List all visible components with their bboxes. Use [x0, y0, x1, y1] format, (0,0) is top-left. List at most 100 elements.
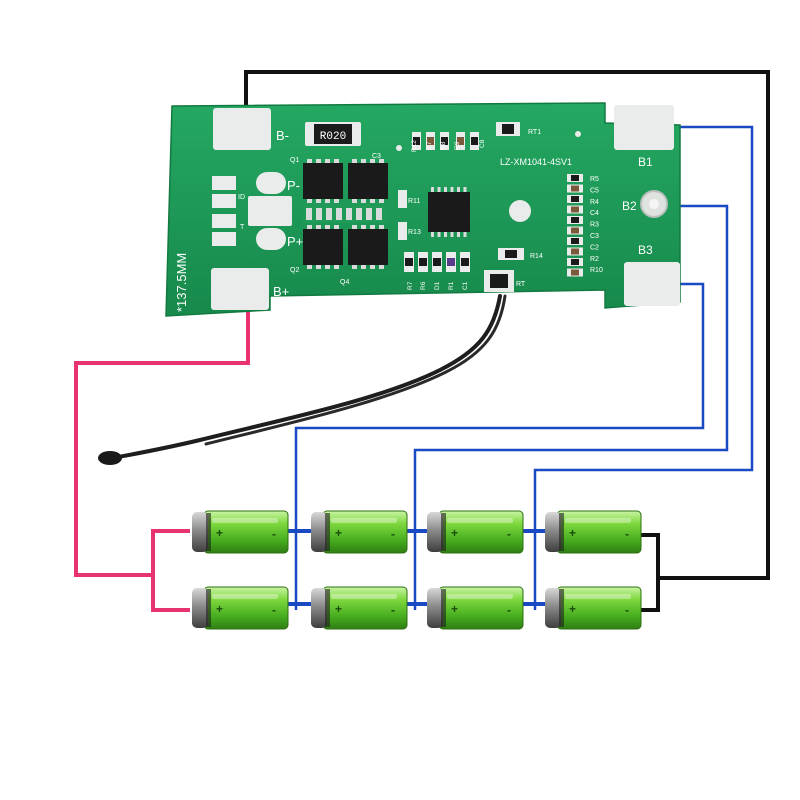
label-r7: R7 [407, 281, 414, 290]
mounting-hole [509, 200, 531, 222]
mosfet-pin [334, 159, 339, 163]
smd-body [571, 196, 579, 202]
ic-pin [457, 232, 460, 237]
cell-highlight [331, 594, 397, 599]
cell-positive-cap [311, 512, 327, 552]
cell-positive-cap [545, 512, 561, 552]
thermistor-tip [98, 451, 122, 465]
pcb-outline [165, 102, 681, 317]
mosfet-pin [325, 225, 330, 229]
sense-resistor-body [314, 124, 352, 144]
label-r8: R8 [440, 141, 447, 150]
label-b2: B2 [622, 199, 637, 213]
ic-pin [437, 232, 441, 237]
label-r6: R6 [420, 281, 427, 290]
battery-cell: +- [427, 586, 524, 630]
battery-cell: +- [192, 510, 289, 554]
cell-highlight [447, 594, 513, 599]
mosfet-pad [366, 208, 372, 220]
cell-plus-symbol: + [335, 526, 342, 540]
mosfet-pad [336, 208, 342, 220]
mosfet-pad [316, 208, 322, 220]
smd-body [571, 248, 579, 255]
ic-legs [431, 187, 467, 237]
pad-center [248, 196, 292, 226]
cell-plus-symbol: + [569, 602, 576, 616]
label-id: ID [238, 194, 245, 201]
label-d1: D1 [434, 281, 441, 290]
cell-plus-symbol: + [569, 526, 576, 540]
sense-resistor-code: R020 [320, 131, 346, 143]
battery-cell: +- [311, 510, 408, 554]
mosfet-pin [361, 225, 366, 229]
smd-body [461, 258, 469, 266]
smd-body [571, 206, 579, 213]
mosfet-pin [370, 159, 375, 163]
thermistor-probe [98, 294, 507, 465]
wire-pack-pos-bracket [151, 529, 190, 612]
mosfet-pin [316, 199, 321, 203]
smd-top-row [398, 132, 479, 240]
label-b3: B3 [638, 243, 653, 257]
mosfet-pin [334, 265, 339, 269]
label-b-plus: B+ [273, 284, 289, 299]
mosfet-legs [303, 159, 388, 269]
smd-body [505, 250, 517, 258]
cell-positive-cap [427, 588, 443, 628]
pad-b3 [624, 262, 680, 306]
cell-positive-cap [427, 512, 443, 552]
cell-highlight [447, 518, 513, 523]
label-r11: R11 [408, 198, 420, 205]
cell-highlight [565, 594, 631, 599]
battery-cell: +- [545, 510, 642, 554]
mosfet-pad [356, 208, 362, 220]
pad-p-minus [256, 172, 286, 194]
smd-body [405, 258, 413, 266]
mosfet-pin [370, 199, 375, 203]
ic-pin [431, 187, 434, 192]
wire-pack-neg-bracket [640, 533, 660, 612]
mosfet-q2 [303, 229, 343, 265]
mosfet-pin [325, 199, 330, 203]
cell-band [441, 513, 446, 551]
mosfet-pin [352, 225, 357, 229]
mosfet-pin [316, 159, 321, 163]
mosfet-q4 [348, 229, 388, 265]
label-c3b: C3 [590, 233, 599, 240]
label-p-plus: P+ [287, 234, 303, 249]
cell-plus-symbol: + [451, 602, 458, 616]
label-c1: C1 [462, 281, 469, 290]
label-c4: C4 [590, 210, 599, 217]
mosfet-pin [352, 159, 357, 163]
label-q2: Q2 [290, 267, 299, 274]
cell-plus-symbol: + [216, 602, 223, 616]
wire-b3 [294, 282, 705, 610]
ic-pin [457, 187, 460, 192]
cell-highlight [212, 594, 278, 599]
ic-pin [450, 187, 454, 192]
mosfet-pin [352, 265, 357, 269]
smd-body [471, 137, 478, 145]
smd-body [419, 258, 427, 266]
label-r5: R5 [590, 176, 599, 183]
label-b1: B1 [638, 155, 653, 169]
cell-minus-symbol: - [391, 603, 395, 617]
mosfet-q3 [348, 163, 388, 199]
label-r12: R12 [411, 140, 418, 152]
smd-body [441, 137, 448, 145]
mosfet-pin [316, 225, 321, 229]
mosfet-pin [379, 199, 384, 203]
mosfet-pad [306, 208, 312, 220]
smd-body [457, 137, 464, 145]
cell-minus-symbol: - [507, 527, 511, 541]
wire-layer [74, 70, 770, 612]
label-rt1: RT1 [528, 129, 541, 136]
cell-highlight [212, 518, 278, 523]
smd-body [433, 258, 441, 266]
battery-cell: +- [192, 586, 289, 630]
smd-body [571, 227, 579, 234]
wire-b1 [533, 125, 754, 610]
thermistor-wire [102, 294, 502, 462]
smd-body [571, 217, 579, 223]
